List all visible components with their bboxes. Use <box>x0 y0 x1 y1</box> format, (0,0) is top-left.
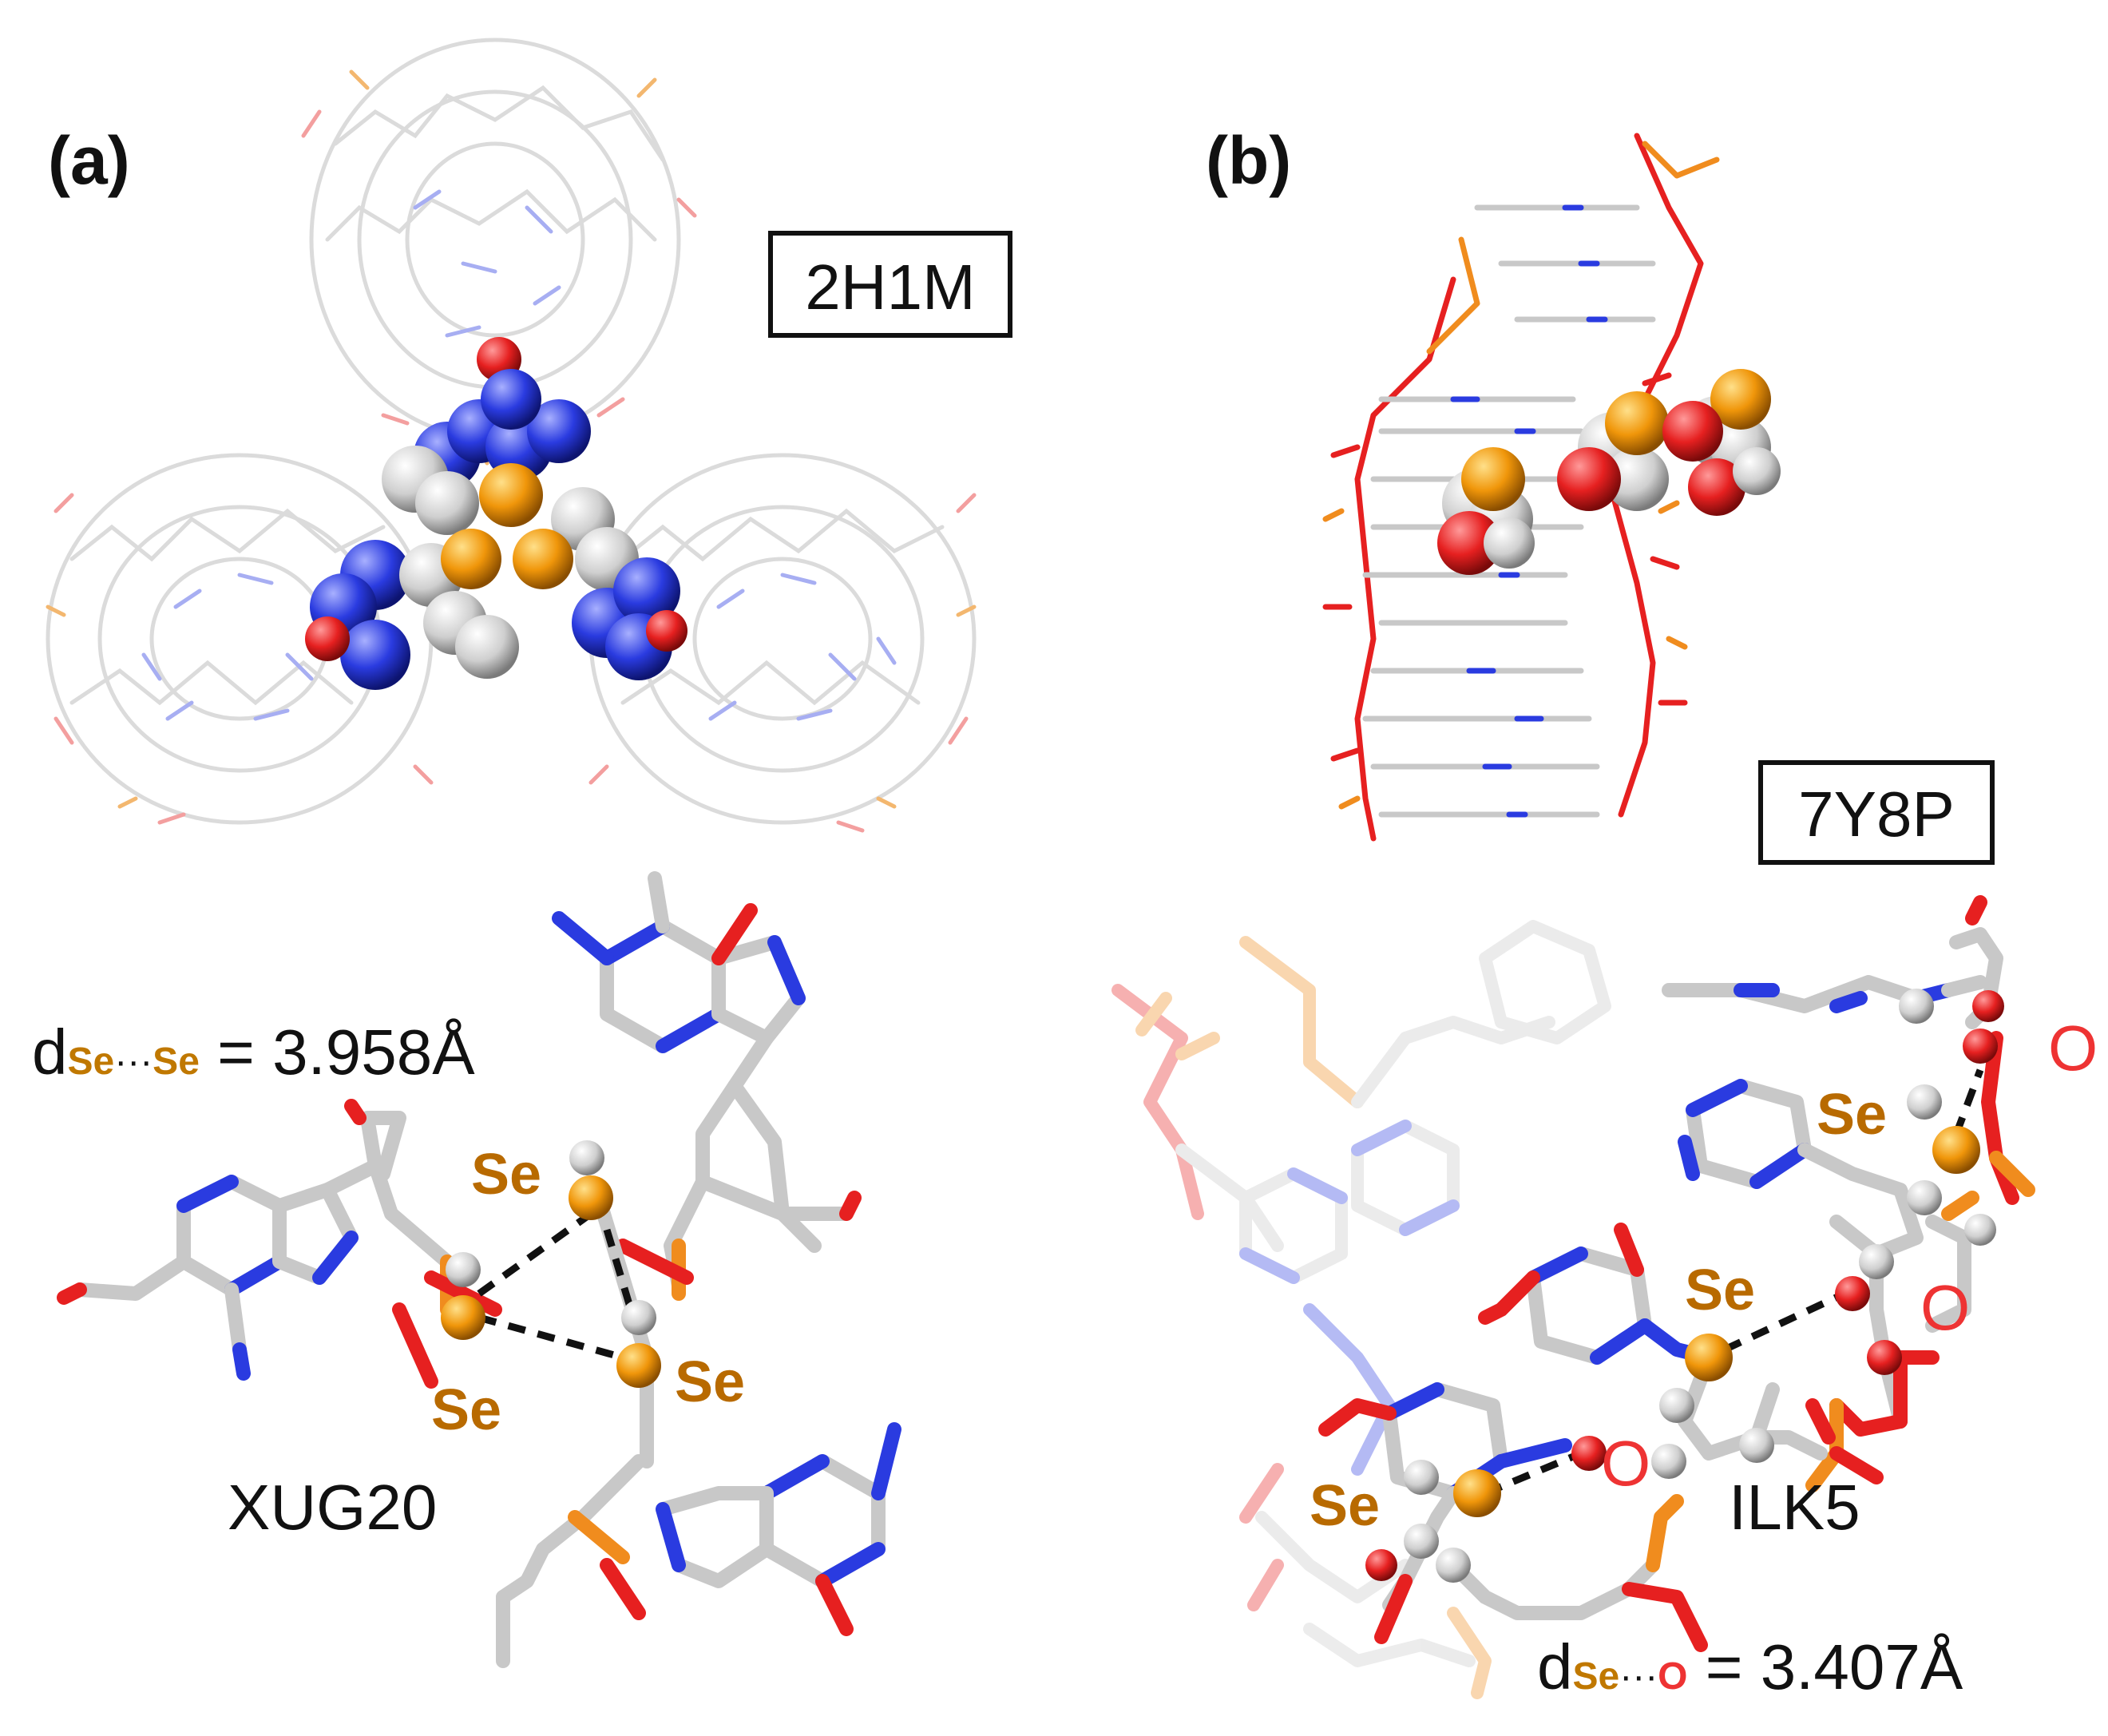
se-label-b1: Se <box>1817 1083 1887 1147</box>
se-label-a3: Se <box>675 1350 745 1414</box>
se-o-contacts <box>1484 1068 1984 1497</box>
se-label-a1: Se <box>471 1143 541 1207</box>
se-se-contacts <box>477 1211 635 1361</box>
panel-a-label: (a) <box>48 123 130 198</box>
pdb-box-2h1m <box>768 231 1012 338</box>
se-sphere-a2 <box>441 529 501 589</box>
distance-a: dSe···Se = 3.958Å <box>32 1017 475 1088</box>
o-label-b2: O <box>1920 1272 1970 1343</box>
se-sphere-a1 <box>479 463 543 527</box>
panel-a-top-structure: (a) 2H1M <box>46 38 1012 833</box>
se-atom-a-bottom <box>616 1343 661 1388</box>
pdb-id-7y8p: 7Y8P <box>1798 779 1955 850</box>
distance-b: dSe···O = 3.407Å <box>1537 1631 1963 1702</box>
se-sphere-a3 <box>513 529 573 589</box>
residue-label-xug20: XUG20 <box>228 1472 437 1543</box>
residue-label-ilk5: ILK5 <box>1729 1472 1860 1543</box>
se-atom-b-low <box>1453 1469 1501 1517</box>
se-label-b2: Se <box>1685 1258 1755 1322</box>
se-sphere-b1 <box>1461 447 1525 511</box>
panel-b-label: (b) <box>1206 123 1291 198</box>
o-label-b1: O <box>2048 1013 2098 1084</box>
se-label-b3: Se <box>1310 1474 1380 1538</box>
se-label-a2: Se <box>431 1378 501 1442</box>
se-atom-a-left <box>441 1295 485 1340</box>
panel-b-bottom-structure: Se Se Se O O O ILK5 dSe···O = 3.407Å <box>1111 895 2098 1702</box>
se-sphere-b2 <box>1605 391 1669 455</box>
se-atom-a-top <box>569 1175 613 1220</box>
pdb-box-7y8p <box>1758 760 1995 865</box>
se-atom-b-top <box>1932 1126 1980 1174</box>
pdb-id-2h1m: 2H1M <box>805 252 975 323</box>
se-sphere-b3 <box>1710 369 1771 430</box>
panel-b-top-structure: (b) 7Y8P <box>1206 123 1995 865</box>
ligand-spheres-b <box>1437 369 1781 575</box>
o-label-b3: O <box>1601 1428 1650 1499</box>
panel-a-bottom-structure: Se Se Se XUG20 dSe···Se = 3.958Å <box>32 871 901 1668</box>
se-atom-b-mid <box>1685 1334 1733 1381</box>
ligand-spheres-a <box>305 337 687 690</box>
